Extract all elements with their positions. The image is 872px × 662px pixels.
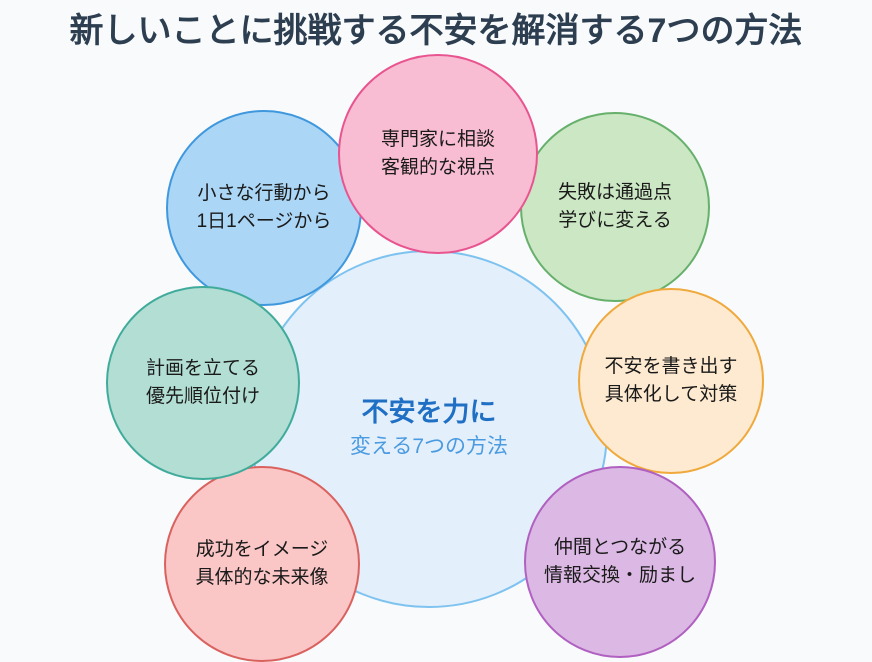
method-line2: 客観的な視点: [380, 157, 495, 178]
method-line1: 専門家に相談: [380, 129, 495, 150]
method-line2: 1日1ページから: [196, 211, 332, 232]
method-line2: 優先順位付け: [145, 386, 260, 407]
method-line1: 成功をイメージ: [195, 539, 329, 560]
method-circle-expert-consult[interactable]: 専門家に相談 客観的な視点: [338, 54, 538, 254]
method-line1: 仲間とつながる: [553, 537, 687, 558]
method-line2: 具体的な未来像: [195, 567, 329, 588]
method-circle-imagine-success[interactable]: 成功をイメージ 具体的な未来像: [164, 466, 360, 662]
method-line2: 学びに変える: [558, 210, 672, 231]
method-line1: 失敗は通過点: [557, 182, 672, 203]
method-line2: 具体化して対策: [604, 384, 738, 405]
method-line2: 情報交換・励まし: [543, 565, 696, 586]
method-line1: 計画を立てる: [145, 358, 260, 379]
method-line1: 不安を書き出す: [604, 356, 738, 377]
method-circle-failure-is-waypoint[interactable]: 失敗は通過点 学びに変える: [520, 112, 710, 302]
method-line1: 小さな行動から: [197, 183, 331, 204]
method-circle-small-actions[interactable]: 小さな行動から 1日1ページから: [166, 110, 362, 306]
page-title: 新しいことに挑戦する不安を解消する7つの方法: [69, 12, 803, 50]
method-circle-connect-with-peers[interactable]: 仲間とつながる 情報交換・励まし: [524, 466, 716, 658]
method-circle-write-out-anxiety[interactable]: 不安を書き出す 具体化して対策: [578, 288, 764, 474]
method-circle-make-a-plan[interactable]: 計画を立てる 優先順位付け: [106, 286, 300, 480]
